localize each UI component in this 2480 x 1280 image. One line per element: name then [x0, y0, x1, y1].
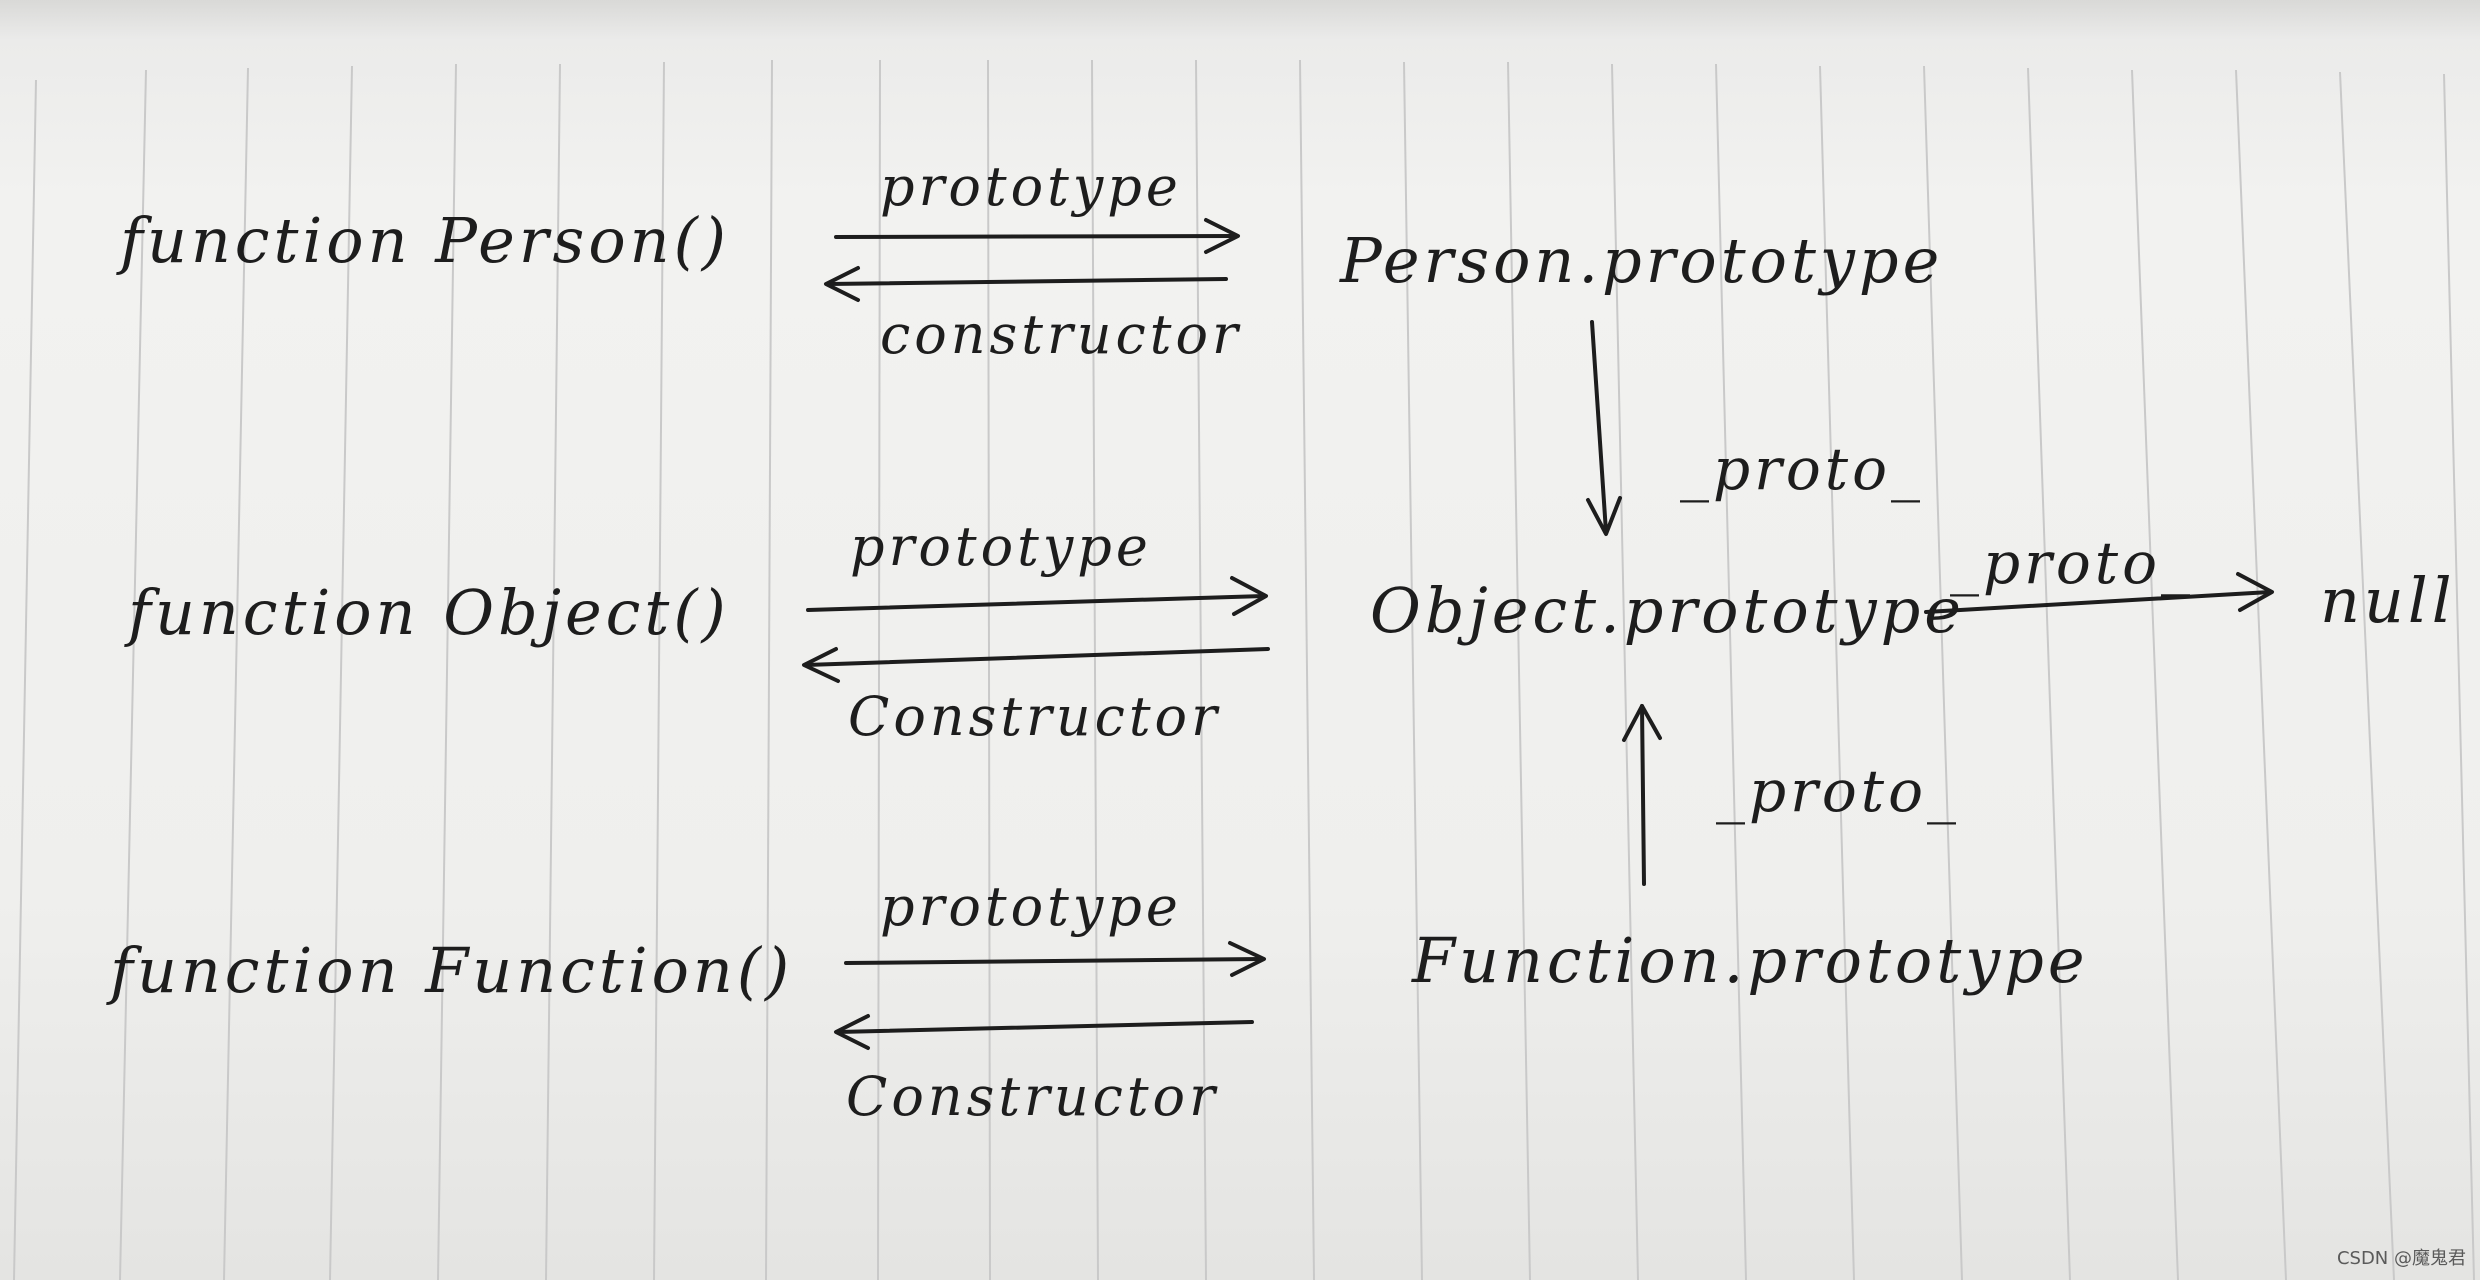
node-person-prototype: Person.prototype — [1340, 224, 1944, 297]
watermark: CSDN @魔鬼君 — [2336, 1248, 2466, 1269]
label-person-constructor: constructor — [880, 303, 1242, 366]
node-function-prototype: Function.prototype — [1412, 924, 2089, 997]
label-person-prototype: prototype — [880, 155, 1182, 218]
node-function-function: function Function() — [110, 934, 794, 1007]
node-object-prototype: Object.prototype — [1370, 574, 1965, 647]
label-object-constructor: Constructor — [848, 685, 1221, 748]
label-function-proto-link: _proto_ — [1716, 757, 1960, 825]
label-object-prototype: prototype — [850, 515, 1152, 578]
label-person-proto-link: _proto_ — [1680, 435, 1924, 503]
label-function-prototype: prototype — [880, 875, 1182, 938]
node-person-function: function Person() — [120, 204, 730, 277]
node-null: null — [2320, 564, 2456, 637]
label-object-proto-link: _proto_ — [1950, 529, 2194, 597]
label-function-constructor: Constructor — [846, 1065, 1219, 1128]
node-object-function: function Object() — [128, 576, 730, 649]
